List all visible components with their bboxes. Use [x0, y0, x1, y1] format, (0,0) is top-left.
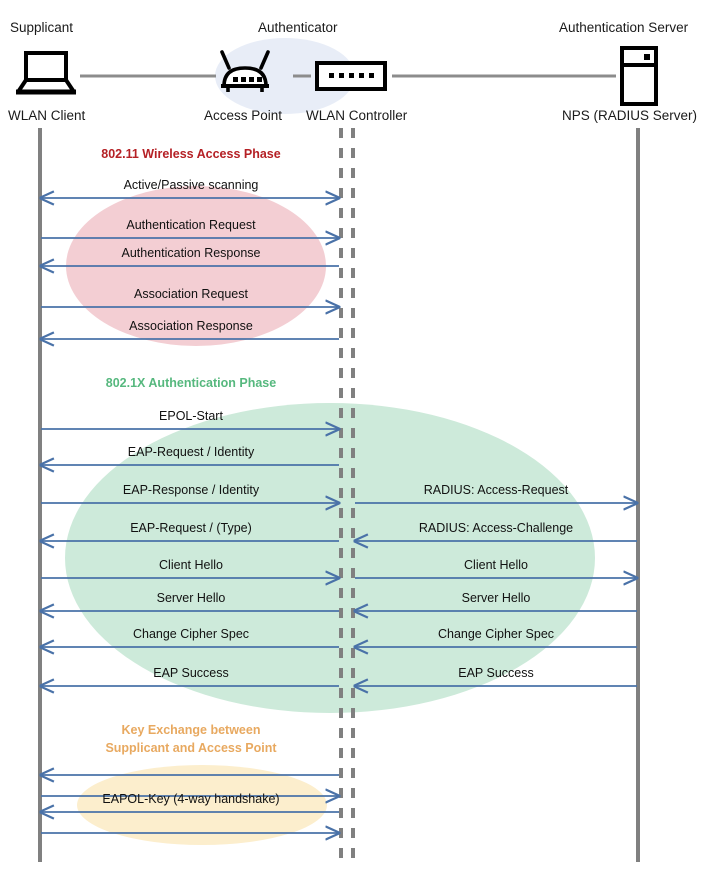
actor-role-supplicant: Supplicant: [10, 20, 74, 35]
message-label: Active/Passive scanning: [123, 178, 259, 192]
message-label: Client Hello: [464, 558, 528, 572]
authenticator-group-ellipse: [215, 38, 355, 114]
message-label: Association Response: [129, 319, 253, 333]
actor-role-authenticator: Authenticator: [258, 20, 338, 35]
message-label: Client Hello: [159, 558, 223, 572]
message-label: EAP Success: [458, 666, 534, 680]
phase-key-ellipse: [77, 765, 327, 845]
server-icon: [620, 46, 658, 106]
laptop-icon: [16, 51, 76, 95]
message-label: Server Hello: [461, 591, 531, 605]
message-label: Authentication Response: [121, 246, 261, 260]
message-label: RADIUS: Access-Challenge: [418, 521, 574, 535]
message-label: Change Cipher Spec: [437, 627, 555, 641]
right-arrows-group: [355, 503, 637, 686]
phase-label-80211: 802.11 Wireless Access Phase: [101, 147, 281, 161]
actor-device-wlan-client: WLAN Client: [8, 108, 86, 123]
message-label: EAP-Request / Identity: [127, 445, 255, 459]
phase-label-key-exchange: Key Exchange between Supplicant and Acce…: [46, 721, 336, 757]
actor-device-access-point: Access Point: [204, 108, 283, 123]
message-label: Change Cipher Spec: [132, 627, 250, 641]
phase-label-key-line1: Key Exchange between: [121, 723, 261, 737]
message-label: Association Request: [134, 287, 248, 301]
message-label: EAP Success: [153, 666, 229, 680]
phase-label-8021x: 802.1X Authentication Phase: [105, 376, 277, 390]
message-label: RADIUS: Access-Request: [423, 483, 569, 497]
controller-icon: [315, 61, 387, 91]
message-label: EAP-Response / Identity: [122, 483, 260, 497]
message-label: EPOL-Start: [159, 409, 223, 423]
phase-8021x-ellipse: [65, 403, 595, 713]
actor-role-authentication-server: Authentication Server: [559, 20, 689, 35]
message-label: Authentication Request: [126, 218, 256, 232]
message-label: Server Hello: [156, 591, 226, 605]
message-label: EAP-Request / (Type): [130, 521, 252, 535]
left-arrows-group: [41, 198, 339, 833]
actor-device-nps: NPS (RADIUS Server): [562, 108, 698, 123]
phase-label-key-line2: Supplicant and Access Point: [105, 741, 277, 755]
actor-device-wlan-controller: WLAN Controller: [306, 108, 408, 123]
access-point-icon: [220, 50, 270, 92]
message-label: EAPOL-Key (4-way handshake): [102, 792, 280, 806]
